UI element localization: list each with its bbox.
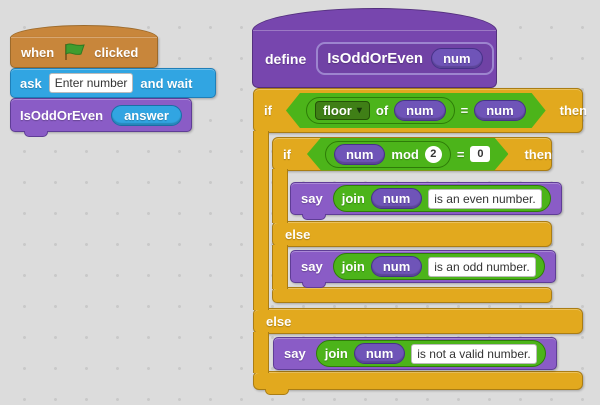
mod-label: mod <box>391 146 419 162</box>
question-input[interactable]: Enter number <box>48 73 134 93</box>
else-label: else <box>285 226 311 242</box>
answer-reporter[interactable]: answer <box>111 104 182 126</box>
define-hat-block[interactable]: define IsOddOrEven num <box>252 30 497 88</box>
join-label: join <box>324 346 348 361</box>
say-block-even[interactable]: say join num is an even number. <box>290 182 562 215</box>
param-reporter-num[interactable]: num <box>353 343 406 364</box>
if-label: if <box>264 103 272 118</box>
number-input-0[interactable]: 0 <box>470 146 490 162</box>
floor-dropdown-value: floor <box>322 103 352 118</box>
if-label: if <box>283 146 291 162</box>
else-label: else <box>266 313 292 329</box>
param-reporter-num[interactable]: num <box>370 256 423 277</box>
define-hat-arc <box>252 8 497 31</box>
call-name-label: IsOddOrEven <box>20 107 104 123</box>
join-label: join <box>341 259 365 274</box>
custom-block-prototype: IsOddOrEven num <box>316 42 494 75</box>
join-reporter[interactable]: join num is an odd number. <box>332 253 545 280</box>
stack-bottom-tab <box>24 131 48 137</box>
outer-else-bar[interactable]: else <box>253 308 583 334</box>
equals-boolean-outer[interactable]: floor ▾ of num = num <box>286 93 546 128</box>
stack-bottom-tab <box>302 214 326 220</box>
say-block-odd[interactable]: say join num is an odd number. <box>290 250 556 283</box>
outer-if-bottom-bar[interactable] <box>253 371 583 390</box>
clicked-label: clicked <box>94 44 139 60</box>
join-reporter[interactable]: join num is not a valid number. <box>315 340 546 367</box>
param-reporter-num[interactable]: num <box>334 144 385 165</box>
outer-if-left-arm[interactable] <box>253 332 269 373</box>
and-wait-label: and wait <box>140 75 193 91</box>
stack-bottom-tab <box>265 389 289 395</box>
ask-and-wait-block[interactable]: ask Enter number and wait <box>10 68 216 98</box>
custom-call-block[interactable]: IsOddOrEven answer <box>10 98 192 132</box>
then-label: then <box>559 103 588 118</box>
equals-sign: = <box>456 146 465 162</box>
dropdown-arrow-icon: ▾ <box>356 105 362 116</box>
say-block-invalid[interactable]: say join num is not a valid number. <box>273 337 557 370</box>
join-label: join <box>341 191 365 206</box>
floor-dropdown[interactable]: floor ▾ <box>315 101 370 120</box>
then-label: then <box>524 146 552 162</box>
say-label: say <box>301 191 323 206</box>
join-reporter[interactable]: join num is an even number. <box>332 185 551 212</box>
when-flag-clicked-block[interactable]: when clicked <box>10 37 158 68</box>
number-input-2[interactable]: 2 <box>425 146 442 163</box>
define-label: define <box>265 50 307 67</box>
inner-if-block-header[interactable]: if num mod 2 = 0 then <box>272 137 552 171</box>
param-reporter-num[interactable]: num <box>394 100 445 121</box>
param-reporter-num[interactable]: num <box>431 48 483 69</box>
join-text-input[interactable]: is an even number. <box>428 188 542 209</box>
ask-label: ask <box>20 75 42 91</box>
floor-of-reporter[interactable]: floor ▾ of num <box>306 97 455 124</box>
mod-reporter[interactable]: num mod 2 <box>325 141 451 168</box>
param-reporter-num[interactable]: num <box>474 100 525 121</box>
param-reporter-num[interactable]: num <box>370 188 423 209</box>
stack-bottom-tab <box>302 282 326 288</box>
inner-else-bar[interactable]: else <box>272 221 552 247</box>
inner-if-bottom-bar[interactable] <box>272 287 552 303</box>
prototype-name-label: IsOddOrEven <box>327 50 424 67</box>
outer-if-left-arm[interactable] <box>253 131 269 310</box>
inner-if-left-arm[interactable] <box>272 169 288 223</box>
outer-if-block-header[interactable]: if floor ▾ of num = num then <box>253 88 587 133</box>
of-label: of <box>375 103 389 118</box>
equals-sign: = <box>460 103 469 118</box>
join-text-input[interactable]: is an odd number. <box>428 256 536 277</box>
inner-if-left-arm[interactable] <box>272 245 288 289</box>
when-label: when <box>21 44 55 60</box>
join-text-input[interactable]: is not a valid number. <box>411 343 537 364</box>
equals-boolean-inner[interactable]: num mod 2 = 0 <box>307 138 509 171</box>
green-flag-icon <box>62 43 86 61</box>
say-label: say <box>301 259 323 274</box>
say-label: say <box>284 346 306 361</box>
